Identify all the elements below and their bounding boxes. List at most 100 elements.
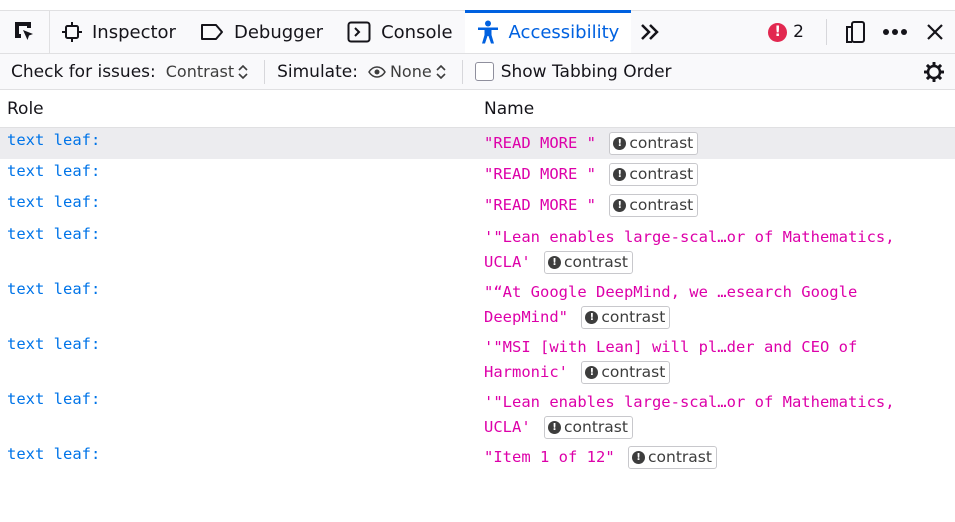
- tab-debugger[interactable]: Debugger: [188, 11, 335, 53]
- simulate-select[interactable]: None: [368, 62, 446, 81]
- warning-icon: !: [548, 421, 562, 434]
- column-header-name[interactable]: Name: [484, 98, 535, 119]
- warning-icon: !: [632, 451, 645, 464]
- row-role: text leaf:: [7, 280, 101, 298]
- warning-icon: !: [548, 256, 562, 269]
- tab-console[interactable]: Console: [335, 11, 464, 53]
- double-chevron-right-icon: [641, 24, 660, 40]
- tree-row[interactable]: text leaf: '"MSI [with Lean] will pl…der…: [0, 332, 955, 387]
- tree-row[interactable]: text leaf: '"Lean enables large-scal…or …: [0, 222, 955, 277]
- row-name: "“At Google DeepMind, we …esearch Google…: [484, 283, 858, 326]
- row-name-cell: "“At Google DeepMind, we …esearch Google…: [477, 280, 947, 332]
- ellipsis-icon: [883, 29, 907, 35]
- warning-icon: !: [585, 366, 599, 379]
- contrast-badge[interactable]: ! contrast: [609, 194, 699, 217]
- row-role: text leaf:: [7, 390, 101, 408]
- accessibility-settings-button[interactable]: [923, 54, 945, 89]
- element-picker-button[interactable]: [0, 11, 50, 53]
- contrast-badge[interactable]: ! contrast: [609, 163, 699, 186]
- check-issues-select[interactable]: Contrast: [166, 62, 248, 81]
- badge-label: contrast: [601, 308, 666, 326]
- tab-debugger-label: Debugger: [233, 21, 324, 43]
- row-name-cell: "READ MORE " ! contrast: [477, 162, 947, 190]
- tree-row[interactable]: text leaf: "Item 1 of 12" ! contrast: [0, 442, 955, 473]
- check-issues-value: Contrast: [165, 62, 235, 81]
- row-role: text leaf:: [7, 162, 101, 180]
- element-picker-icon: [14, 22, 33, 40]
- row-name: '"Lean enables large-scal…or of Mathemat…: [484, 228, 895, 271]
- show-tabbing-order-toggle[interactable]: Show Tabbing Order: [474, 61, 672, 82]
- debugger-icon: [200, 22, 224, 42]
- toolbar-divider: [826, 19, 827, 45]
- tree-row[interactable]: text leaf: '"Lean enables large-scal…or …: [0, 387, 955, 442]
- gear-icon: [924, 61, 944, 82]
- row-name: "Item 1 of 12": [484, 448, 615, 466]
- tab-accessibility[interactable]: Accessibility: [464, 10, 632, 53]
- responsive-design-button[interactable]: [835, 11, 875, 53]
- tab-inspector-label: Inspector: [92, 21, 176, 43]
- contrast-badge[interactable]: ! contrast: [581, 361, 671, 384]
- row-role: text leaf:: [7, 225, 101, 243]
- tab-accessibility-label: Accessibility: [508, 21, 620, 43]
- contrast-badge[interactable]: ! contrast: [544, 416, 633, 439]
- tree-row[interactable]: text leaf: "READ MORE " ! contrast: [0, 159, 955, 190]
- filter-divider: [461, 59, 463, 84]
- tree-row[interactable]: text leaf: "“At Google DeepMind, we …ese…: [0, 277, 955, 332]
- more-options-button[interactable]: [875, 11, 915, 53]
- row-name-cell: "READ MORE " ! contrast: [477, 193, 947, 222]
- more-tabs-button[interactable]: [631, 11, 669, 53]
- badge-label: contrast: [629, 196, 694, 214]
- badge-label: contrast: [648, 448, 712, 466]
- row-name: "READ MORE ": [484, 165, 596, 183]
- tab-console-label: Console: [381, 21, 453, 43]
- warning-icon: !: [585, 311, 599, 324]
- check-issues-label: Check for issues:: [11, 61, 156, 82]
- responsive-design-icon: [846, 21, 865, 43]
- console-icon: [347, 21, 371, 43]
- accessibility-filter-bar: Check for issues: Contrast Simulate: Non…: [0, 54, 955, 90]
- show-tabbing-order-label: Show Tabbing Order: [500, 61, 672, 82]
- row-name-cell: "Item 1 of 12" ! contrast: [477, 445, 947, 473]
- row-role: text leaf:: [7, 445, 101, 463]
- error-icon: !: [768, 22, 788, 42]
- row-name-cell: "READ MORE " ! contrast: [477, 131, 947, 159]
- simulate-label: Simulate:: [277, 61, 358, 82]
- badge-label: contrast: [564, 253, 628, 271]
- inspector-icon: [62, 22, 82, 42]
- window-top-strip: [0, 0, 955, 10]
- contrast-badge[interactable]: ! contrast: [609, 132, 699, 155]
- row-role: text leaf:: [7, 131, 101, 149]
- row-name: "READ MORE ": [484, 134, 596, 152]
- badge-label: contrast: [601, 363, 666, 381]
- error-count-button[interactable]: ! 2: [758, 22, 818, 42]
- warning-icon: !: [613, 199, 627, 212]
- tree-row[interactable]: text leaf: "READ MORE " ! contrast: [0, 128, 955, 159]
- row-name: '"MSI [with Lean] will pl…der and CEO of…: [484, 338, 858, 381]
- eye-icon: [368, 65, 386, 78]
- badge-label: contrast: [629, 134, 694, 152]
- contrast-badge[interactable]: ! contrast: [544, 251, 633, 274]
- filter-divider: [264, 59, 266, 84]
- row-name-cell: '"Lean enables large-scal…or of Mathemat…: [477, 390, 947, 442]
- contrast-badge[interactable]: ! contrast: [628, 446, 717, 469]
- row-role: text leaf:: [7, 193, 101, 211]
- error-count: 2: [793, 22, 804, 42]
- row-name-cell: '"MSI [with Lean] will pl…der and CEO of…: [477, 335, 947, 387]
- row-name: '"Lean enables large-scal…or of Mathemat…: [484, 393, 895, 436]
- close-devtools-button[interactable]: [915, 11, 955, 53]
- row-name: "READ MORE ": [484, 196, 596, 214]
- tree-row[interactable]: text leaf: "READ MORE " ! contrast: [0, 190, 955, 222]
- contrast-badge[interactable]: ! contrast: [581, 306, 671, 329]
- devtools-toolbar: Inspector Debugger Console Accessibility: [0, 10, 955, 54]
- tab-inspector[interactable]: Inspector: [50, 11, 188, 53]
- accessibility-tree: text leaf: "READ MORE " ! contrast text …: [0, 128, 955, 473]
- row-name-cell: '"Lean enables large-scal…or of Mathemat…: [477, 225, 947, 277]
- badge-label: contrast: [564, 418, 628, 436]
- tree-header: Role Name: [0, 90, 955, 128]
- close-icon: [927, 24, 943, 40]
- show-tabbing-order-checkbox[interactable]: [474, 62, 494, 81]
- simulate-value: None: [389, 62, 432, 81]
- updown-arrows-icon: [238, 64, 248, 79]
- updown-arrows-icon: [436, 64, 446, 79]
- column-header-role[interactable]: Role: [7, 98, 44, 119]
